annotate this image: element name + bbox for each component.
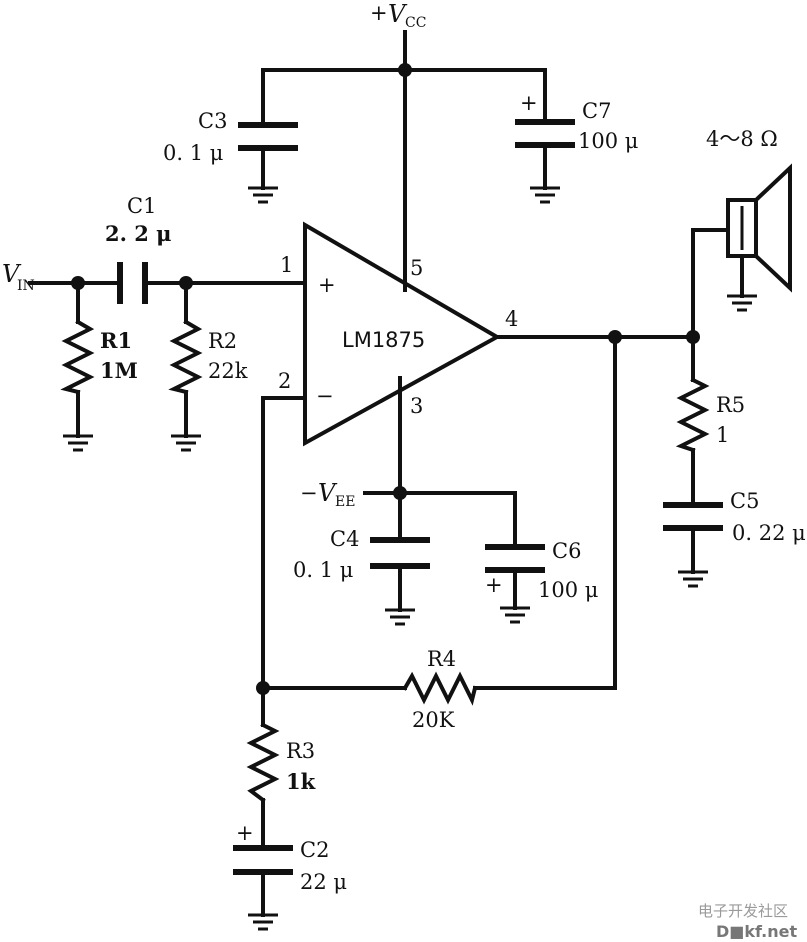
speaker-icon: 4～8 Ω xyxy=(706,127,792,293)
c4-value: 0. 1 μ xyxy=(293,558,353,582)
ground-c2 xyxy=(248,913,278,931)
vin-sub: IN xyxy=(17,278,35,294)
resistor-r2: R2 22k xyxy=(168,319,248,395)
ic-name: LM1875 xyxy=(342,328,425,352)
r1-value: 1M xyxy=(100,358,138,383)
vee-main: V xyxy=(318,479,338,507)
capacitor-c5: C5 0. 22 μ xyxy=(663,489,806,545)
ground-c5 xyxy=(678,570,708,588)
capacitor-c4: C4 0. 1 μ xyxy=(293,527,430,582)
vee-sign: − xyxy=(300,481,318,505)
r3-label: R3 xyxy=(286,739,315,763)
pin-4-label: 4 xyxy=(505,307,518,331)
vee-label: − V EE xyxy=(300,479,355,510)
resistor-r1: R1 1M xyxy=(60,319,138,395)
junction-r3-r4 xyxy=(256,681,270,695)
capacitor-c6: + C6 100 μ xyxy=(485,539,598,602)
lm1875-opamp: LM1875 + − 1 2 3 4 5 xyxy=(278,221,518,447)
watermark-line1: 电子开发社区 xyxy=(698,902,788,920)
speaker-wire xyxy=(691,228,744,339)
vcc-main: V xyxy=(388,0,408,28)
vin-main: V xyxy=(2,260,22,288)
r4-label: R4 xyxy=(427,647,456,671)
ground-c6 xyxy=(500,606,530,624)
c6-polarity: + xyxy=(485,573,503,597)
vee-sub: EE xyxy=(335,494,355,510)
feedback-wire xyxy=(261,335,617,690)
ic-plus-sign: + xyxy=(318,273,336,297)
ic-minus-sign: − xyxy=(316,384,334,408)
c1-label: C1 xyxy=(127,194,156,218)
r2-label: R2 xyxy=(208,329,237,353)
vcc-label: + V CC xyxy=(370,0,426,31)
ground-speaker xyxy=(727,294,757,312)
watermark: 电子开发社区 D■kf.net xyxy=(698,902,797,941)
resistor-r4: R4 20K xyxy=(402,647,478,732)
r5-label: R5 xyxy=(716,393,745,417)
capacitor-c3: C3 0. 1 μ xyxy=(163,109,298,165)
r4-value: 20K xyxy=(412,708,455,732)
grounds xyxy=(63,186,757,931)
watermark-line2: D■kf.net xyxy=(716,922,797,941)
ground-r1 xyxy=(63,434,93,452)
c5-label: C5 xyxy=(730,489,759,513)
r5-value: 1 xyxy=(716,423,729,447)
junction-r1 xyxy=(71,276,85,290)
resistor-r5: R5 1 xyxy=(675,377,745,453)
c1-value: 2. 2 μ xyxy=(105,221,172,246)
c2-polarity: + xyxy=(236,821,254,845)
pin-5-label: 5 xyxy=(410,256,423,280)
c4-label: C4 xyxy=(330,527,359,551)
vcc-sign: + xyxy=(370,1,388,25)
c7-label: C7 xyxy=(582,99,611,123)
pin-3-label: 3 xyxy=(410,394,423,418)
pin-2-label: 2 xyxy=(278,369,291,393)
ground-r2 xyxy=(171,434,201,452)
c7-polarity: + xyxy=(520,91,538,115)
capacitor-c1: C1 2. 2 μ xyxy=(105,194,172,304)
junction-vee xyxy=(393,486,407,500)
r3-value: 1k xyxy=(286,769,316,794)
junction-out-spk xyxy=(686,330,700,344)
c5-value: 0. 22 μ xyxy=(732,521,806,545)
r1-label: R1 xyxy=(100,328,132,353)
c2-label: C2 xyxy=(300,838,329,862)
ground-c7 xyxy=(530,186,560,204)
junctions xyxy=(71,63,700,695)
junction-vcc xyxy=(398,63,412,77)
c3-label: C3 xyxy=(198,109,227,133)
junction-r2 xyxy=(179,276,193,290)
vin-label: V IN xyxy=(2,260,35,294)
c7-value: 100 μ xyxy=(578,129,638,153)
speaker-impedance: 4～8 Ω xyxy=(706,127,778,151)
capacitor-c7: + C7 100 μ xyxy=(515,91,638,153)
r2-value: 22k xyxy=(208,359,248,383)
opamp-triangle xyxy=(303,221,502,447)
c6-value: 100 μ xyxy=(538,578,598,602)
ground-c3 xyxy=(248,186,278,204)
junction-out-fb xyxy=(608,330,622,344)
c6-label: C6 xyxy=(552,539,581,563)
vcc-sub: CC xyxy=(405,15,426,31)
pin-1-label: 1 xyxy=(280,253,293,277)
ground-c4 xyxy=(385,608,415,626)
inv-input-wire xyxy=(261,396,307,690)
vee-rail xyxy=(363,376,517,612)
capacitor-c2: + C2 22 μ xyxy=(233,821,347,894)
c3-value: 0. 1 μ xyxy=(163,141,223,165)
c2-value: 22 μ xyxy=(300,870,347,894)
wires xyxy=(28,30,744,917)
resistor-r3: R3 1k xyxy=(246,722,316,803)
